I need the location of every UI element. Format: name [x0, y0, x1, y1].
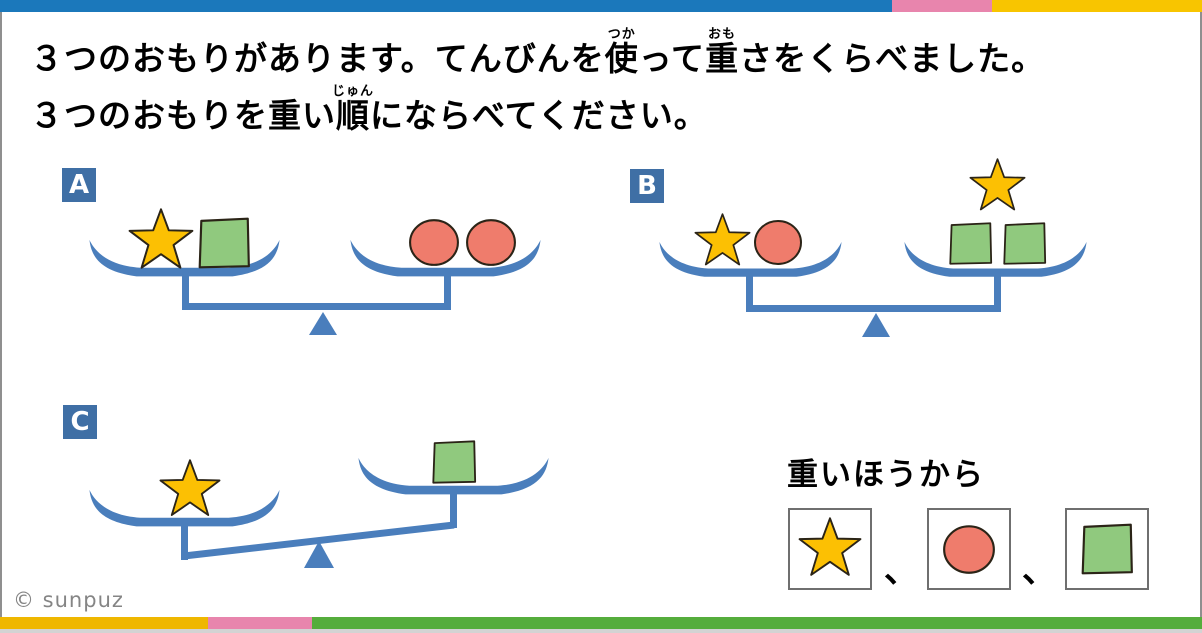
- circle-weight-icon: [753, 219, 803, 266]
- top-bar-blue-segment: [0, 0, 892, 12]
- scale-a-beam: [182, 303, 451, 310]
- ruby-tsukau: 使つか: [604, 27, 639, 78]
- answer-slot-3: [1065, 508, 1149, 590]
- answer-heading: 重いほうから: [787, 457, 985, 493]
- problem-text-line1: ３つのおもりがあります。てんびんを使つかって重おもさをくらべました。: [30, 27, 1045, 77]
- scale-c-left-stem: [181, 522, 188, 560]
- answer-slot-1: [788, 508, 872, 590]
- scale-a-left-stem: [182, 271, 189, 310]
- scale-b-left-stem: [746, 274, 753, 312]
- scale-a-right-stem: [444, 271, 451, 310]
- ruby-omosa: 重おも: [705, 27, 740, 78]
- copyright-text: © sunpuz: [13, 588, 124, 612]
- balance-scale-c: [89, 440, 549, 568]
- scale-b-right-pan: [904, 241, 1087, 277]
- scale-a-fulcrum-triangle: [309, 312, 337, 335]
- top-bar-yellow-segment: [992, 0, 1202, 12]
- scale-b-beam: [746, 305, 1001, 312]
- scale-c-label: C: [63, 405, 97, 439]
- scale-b-label: B: [630, 169, 664, 203]
- circle-weight-icon: [939, 522, 999, 576]
- text-segment: って: [638, 39, 706, 78]
- balance-scale-a: [89, 208, 541, 335]
- bottom-edge-line: [0, 629, 1202, 633]
- square-weight-icon: [198, 217, 250, 269]
- star-weight-icon: [798, 517, 862, 581]
- square-weight-icon: [949, 222, 993, 265]
- square-weight-icon: [1003, 222, 1047, 265]
- scale-b-left-pan: [659, 241, 842, 277]
- problem-text-line2: ３つのおもりを重い順じゅんにならべてください。: [30, 84, 708, 134]
- right-page-border: [1200, 12, 1202, 617]
- left-page-border: [0, 12, 2, 617]
- text-segment: にならべてください。: [370, 96, 708, 135]
- star-weight-icon: [128, 208, 194, 269]
- star-weight-icon: [969, 158, 1026, 211]
- answer-slot-2: [927, 508, 1011, 590]
- scale-b-fulcrum-triangle: [862, 313, 890, 337]
- circle-weight-icon: [465, 219, 517, 267]
- answer-separator: 、: [884, 551, 918, 591]
- scale-c-beam: [183, 521, 455, 560]
- bottom-bar-yellow-segment: [0, 617, 208, 629]
- square-weight-icon: [432, 440, 477, 484]
- answer-separator: 、: [1022, 551, 1056, 591]
- ruby-jun: 順じゅん: [332, 84, 375, 135]
- balance-scale-b: [659, 158, 1087, 337]
- scale-a-left-pan: [89, 239, 280, 277]
- bottom-bar-pink-segment: [208, 617, 312, 629]
- text-segment: ３つのおもりを重い: [30, 96, 336, 135]
- circle-weight-icon: [408, 219, 460, 267]
- square-weight-icon: [1080, 522, 1134, 576]
- scale-c-fulcrum-triangle: [304, 541, 334, 568]
- star-weight-icon: [694, 213, 751, 266]
- star-weight-icon: [159, 459, 221, 516]
- bottom-bar-green-segment: [312, 617, 1202, 629]
- text-segment: ３つのおもりがあります。てんびんを: [30, 39, 605, 78]
- scale-a-label: A: [62, 168, 96, 202]
- scale-b-right-stem: [994, 274, 1001, 312]
- top-bar-pink-segment: [892, 0, 992, 12]
- text-segment: さをくらべました。: [739, 39, 1046, 78]
- scale-c-right-stem: [450, 490, 457, 528]
